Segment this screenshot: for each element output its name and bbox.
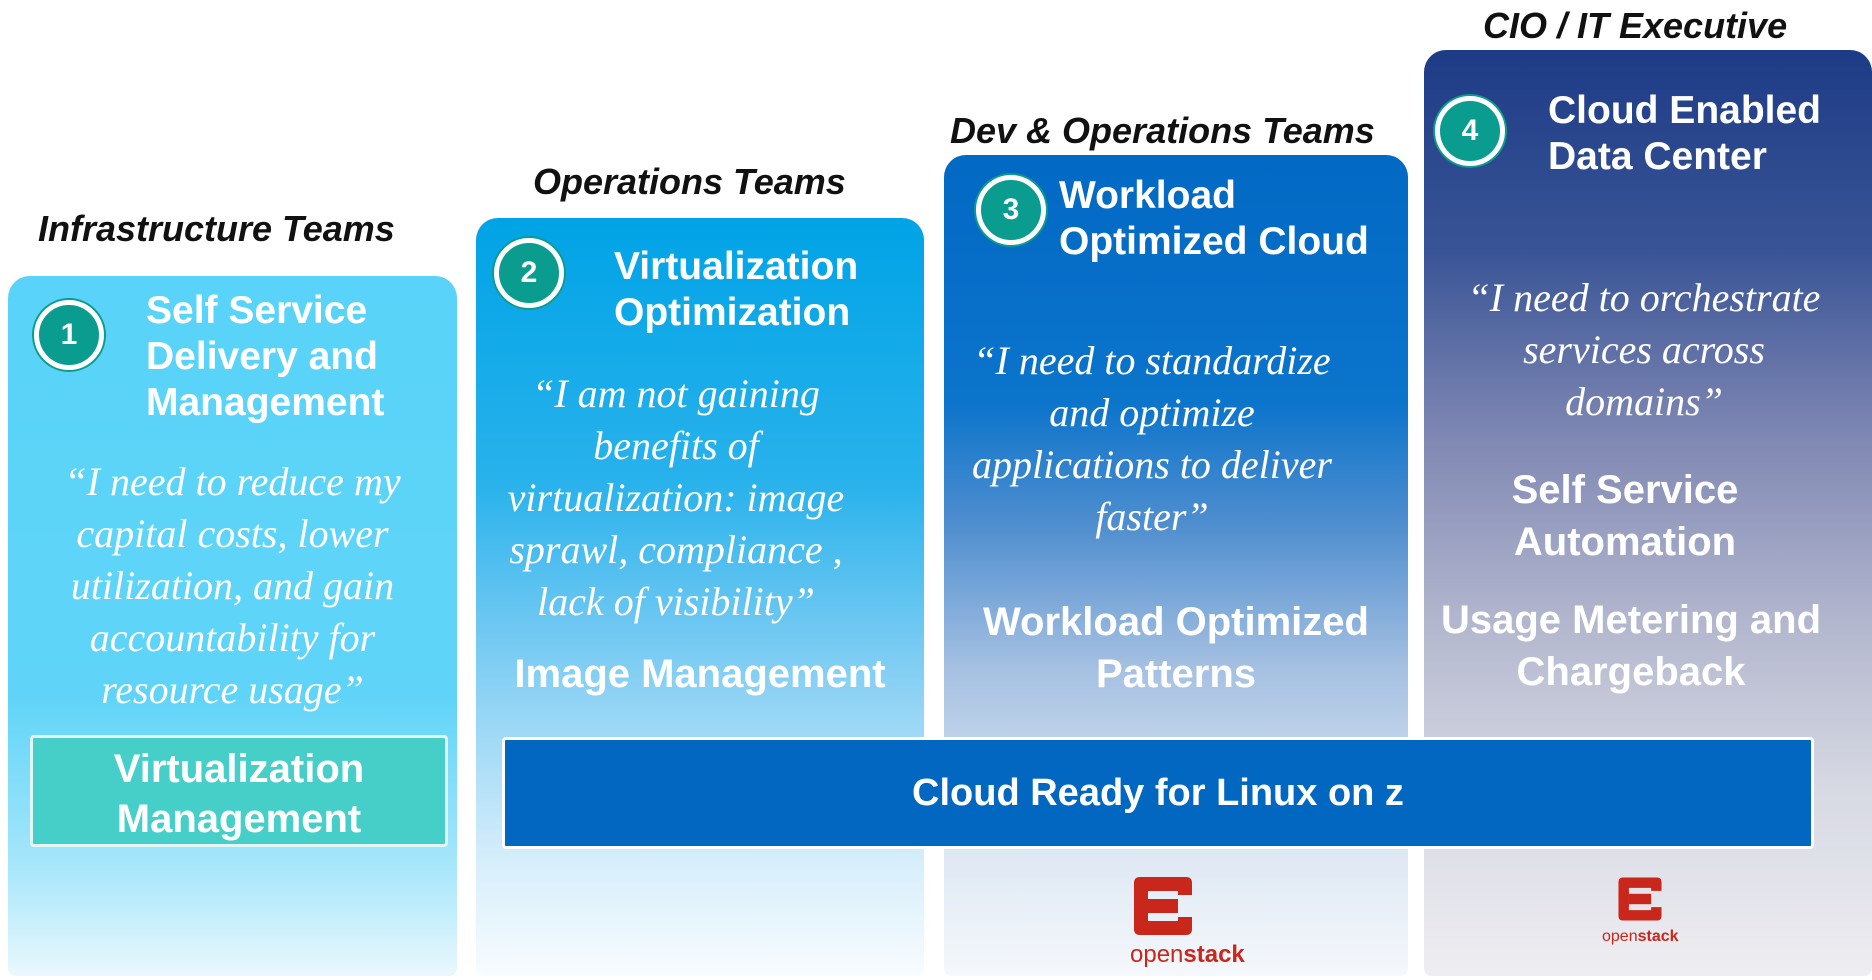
openstack-text-stack: stack	[1637, 928, 1679, 945]
feature-line: Chargeback	[1516, 650, 1746, 694]
quote-line: accountability for	[89, 615, 376, 660]
openstack-text-stack: stack	[1183, 941, 1245, 968]
team-label-dev-operations: Dev & Operations Teams	[950, 110, 1375, 151]
quote-line: domains”	[1565, 379, 1723, 424]
column-virtualization-optimization: 2 Virtualization Optimization “I am not …	[476, 218, 924, 976]
openstack-wordmark: openstack	[1130, 941, 1245, 969]
feature-line: Image Management	[514, 652, 886, 696]
heading-line: Self Service	[146, 289, 368, 332]
feature-line: Workload Optimized	[983, 600, 1369, 644]
step-badge-2: 2	[494, 238, 564, 308]
quote-line: “I need to standardize	[973, 338, 1331, 383]
heading-line: Workload	[1059, 174, 1236, 217]
quote-line: resource usage”	[101, 667, 364, 712]
step-badge-1: 1	[34, 300, 104, 370]
step-badge-4: 4	[1435, 96, 1505, 166]
column-quote: “I need to standardize and optimize appl…	[944, 335, 1360, 543]
heading-line: Delivery and	[146, 335, 378, 378]
feature-image-management: Image Management	[476, 648, 924, 700]
column-quote: “I am not gaining benefits of virtualiza…	[476, 368, 876, 628]
feature-line: Usage Metering and	[1440, 598, 1822, 642]
feature-line: Patterns	[1095, 652, 1257, 696]
heading-line: Management	[146, 381, 385, 424]
heading-line: Optimized Cloud	[1059, 220, 1369, 263]
quote-line: “I need to orchestrate	[1467, 275, 1821, 320]
column-self-service: 1 Self Service Delivery and Management “…	[8, 276, 457, 976]
quote-line: capital costs, lower	[76, 511, 389, 556]
column-heading: Self Service Delivery and Management	[146, 288, 384, 426]
quote-line: benefits of	[593, 423, 759, 468]
openstack-icon	[1618, 877, 1662, 921]
quote-line: services across	[1523, 327, 1765, 372]
column-quote: “I need to reduce my capital costs, lowe…	[8, 456, 457, 716]
openstack-text-open: open	[1130, 941, 1184, 968]
quote-line: sprawl, compliance ,	[509, 527, 843, 572]
quote-line: utilization, and gain	[70, 563, 395, 608]
column-quote: “I need to orchestrate services across d…	[1424, 272, 1864, 428]
openstack-text-open: open	[1602, 928, 1638, 945]
quote-line: “I need to reduce my	[64, 459, 401, 504]
column-heading: Virtualization Optimization	[614, 244, 858, 336]
heading-line: Cloud Enabled	[1548, 89, 1821, 132]
box-line: Virtualization	[113, 747, 365, 791]
quote-line: applications to deliver	[972, 442, 1332, 487]
openstack-wordmark: openstack	[1602, 928, 1679, 946]
feature-workload-patterns: Workload Optimized Patterns	[944, 596, 1408, 700]
feature-line: Automation	[1513, 520, 1737, 564]
openstack-icon	[1134, 877, 1192, 935]
team-label-infrastructure: Infrastructure Teams	[38, 208, 395, 249]
cloud-ready-bar: Cloud Ready for Linux on z	[502, 737, 1814, 849]
heading-line: Data Center	[1548, 135, 1767, 178]
team-label-operations: Operations Teams	[533, 161, 846, 202]
quote-line: and optimize	[1049, 390, 1255, 435]
cloud-ready-label: Cloud Ready for Linux on z	[912, 771, 1404, 814]
column-heading: Workload Optimized Cloud	[1059, 173, 1369, 265]
heading-line: Optimization	[614, 291, 851, 334]
team-label-cio: CIO / IT Executive	[1483, 5, 1788, 46]
quote-line: virtualization: image	[507, 475, 845, 520]
box-line: Management	[116, 797, 362, 841]
quote-line: faster”	[1095, 494, 1209, 539]
quote-line: lack of visibility”	[537, 579, 815, 624]
step-badge-3: 3	[976, 175, 1046, 245]
heading-line: Virtualization	[614, 245, 859, 288]
column-heading: Cloud Enabled Data Center	[1548, 88, 1821, 180]
virtualization-management-box: Virtualization Management	[30, 735, 448, 847]
feature-self-service-automation: Self Service Automation	[1424, 464, 1826, 568]
quote-line: “I am not gaining	[532, 371, 820, 416]
feature-usage-metering: Usage Metering and Chargeback	[1424, 594, 1838, 698]
column-workload-optimized-cloud: 3 Workload Optimized Cloud “I need to st…	[944, 155, 1408, 976]
feature-line: Self Service	[1511, 468, 1739, 512]
